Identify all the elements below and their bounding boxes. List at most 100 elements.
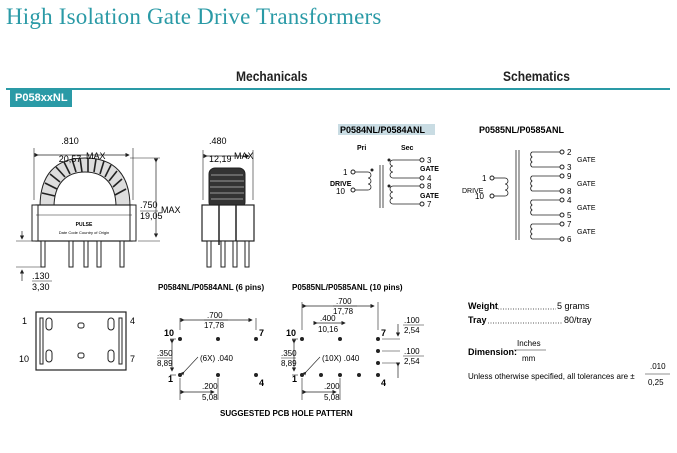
sch1-s3: 3 bbox=[427, 156, 432, 165]
width-mm: 20,57 bbox=[59, 154, 82, 164]
sch2-s2: 2 bbox=[567, 148, 572, 157]
pcb6-pin-4: 4 bbox=[259, 378, 264, 388]
pcb10-pin-1: 1 bbox=[292, 374, 297, 384]
sch2-p1: 1 bbox=[482, 174, 487, 183]
label-code: Date Code Country of Origin bbox=[59, 230, 109, 235]
sch1-gate-b: GATE bbox=[420, 193, 439, 200]
pcb10-pin-4: 4 bbox=[381, 378, 386, 388]
dimension-label: Dimension: bbox=[468, 347, 517, 357]
header-rule bbox=[6, 88, 670, 90]
height-mm: 19,05 bbox=[140, 211, 163, 221]
sch2-gate-c: GATE bbox=[577, 205, 596, 212]
pcb10-pin-10: 10 bbox=[286, 328, 296, 338]
sch2-s9: 9 bbox=[567, 172, 572, 181]
depth-in: .480 bbox=[209, 136, 227, 146]
standoff-in: .130 bbox=[32, 271, 50, 281]
sch2-title: P0585NL/P0585ANL bbox=[479, 125, 565, 135]
sch2-drive: DRIVE bbox=[462, 188, 484, 195]
pcb6-pin-1: 1 bbox=[168, 374, 173, 384]
sch1-drive: DRIVE bbox=[330, 181, 352, 188]
pcb10-pin-7: 7 bbox=[381, 328, 386, 338]
pcb6-h-mm: 8,89 bbox=[157, 359, 173, 368]
bottom-pin-10: 10 bbox=[19, 354, 29, 364]
height-in: .750 bbox=[140, 200, 158, 210]
sch2-gate-b: GATE bbox=[577, 181, 596, 188]
pcb6-p-mm: 5,08 bbox=[202, 393, 218, 402]
sch1-sec: Sec bbox=[401, 145, 414, 152]
schematic-p0585: P0585NL/P0585ANL 1 DRIVE 10 2 GATE 3 9 G… bbox=[462, 125, 596, 244]
pcb6-h-in: .350 bbox=[157, 349, 173, 358]
pcb10-p-in: .200 bbox=[324, 382, 340, 391]
sch1-gate-a: GATE bbox=[420, 166, 439, 173]
pcb10-h-mm: 8,89 bbox=[281, 359, 297, 368]
weight-label: Weight bbox=[468, 301, 498, 311]
pcb-6pin-pattern: P0584NL/P0584ANL (6 pins) .700 17,78 10 … bbox=[157, 283, 264, 402]
tolerance-denominator: 0,25 bbox=[648, 378, 664, 387]
bottom-view-drawing: 1 10 4 7 bbox=[19, 311, 135, 371]
depth-mm: 12,19 bbox=[209, 154, 232, 164]
tray-label: Tray bbox=[468, 315, 487, 325]
bottom-pin-4: 4 bbox=[130, 316, 135, 326]
part-number-tab: P058xxNL bbox=[10, 90, 72, 107]
sch2-s5: 5 bbox=[567, 211, 572, 220]
sch2-gate-d: GATE bbox=[577, 229, 596, 236]
pcb10-title: P0585NL/P0585ANL (10 pins) bbox=[292, 283, 403, 292]
pcb10-w2-mm: 10,16 bbox=[318, 325, 339, 334]
sch2-s3: 3 bbox=[567, 163, 572, 172]
sch2-p10: 10 bbox=[475, 192, 484, 201]
sch2-s8: 8 bbox=[567, 187, 572, 196]
pcb10-hole: (10X) .040 bbox=[322, 354, 360, 363]
sch1-s8: 8 bbox=[427, 182, 432, 191]
sch1-pri: Pri bbox=[357, 145, 366, 152]
sch1-s7: 7 bbox=[427, 200, 432, 209]
schematics-heading: Schematics bbox=[503, 68, 570, 84]
side-view-drawing: .480 12,19 MAX bbox=[201, 136, 255, 268]
pcb10-p-mm: 5,08 bbox=[324, 393, 340, 402]
pcb-caption: SUGGESTED PCB HOLE PATTERN bbox=[220, 409, 353, 418]
width-max: MAX bbox=[86, 151, 106, 161]
pcb10-w-mm: 17,78 bbox=[333, 307, 354, 316]
sch1-s4: 4 bbox=[427, 174, 432, 183]
pcb6-w-mm: 17,78 bbox=[204, 321, 225, 330]
sch1-p1: 1 bbox=[343, 168, 348, 177]
pcb6-title: P0584NL/P0584ANL (6 pins) bbox=[158, 283, 264, 292]
specs-block: Weight 5 grams Tray 80/tray Dimension: I… bbox=[468, 301, 670, 387]
pcb6-pin-10: 10 bbox=[164, 328, 174, 338]
pcb6-w-in: .700 bbox=[207, 311, 223, 320]
width-in: .810 bbox=[61, 136, 79, 146]
bottom-pin-7: 7 bbox=[130, 354, 135, 364]
tolerance-text: Unless otherwise specified, all toleranc… bbox=[468, 372, 635, 381]
sch1-title: P0584NL/P0584ANL bbox=[340, 125, 426, 135]
schematic-p0584: P0584NL/P0584ANL Pri Sec 1 DRIVE 10 3 GA… bbox=[330, 124, 439, 209]
height-max: MAX bbox=[161, 205, 181, 215]
pcb10-h-in: .350 bbox=[281, 349, 297, 358]
standoff-mm: 3,30 bbox=[32, 282, 50, 292]
sch1-p10: 10 bbox=[336, 187, 345, 196]
page-title: High Isolation Gate Drive Transformers bbox=[6, 4, 382, 29]
mechanicals-heading: Mechanicals bbox=[236, 68, 308, 84]
depth-max: MAX bbox=[234, 151, 254, 161]
pcb-10pin-pattern: P0585NL/P0585ANL (10 pins) .700 17,78 .4… bbox=[281, 283, 424, 402]
pcb10-r2-in: .100 bbox=[404, 347, 420, 356]
dimension-denominator: mm bbox=[522, 354, 536, 363]
bottom-pin-1: 1 bbox=[22, 316, 27, 326]
weight-value: 5 grams bbox=[557, 301, 590, 311]
pcb10-r1-mm: 2,54 bbox=[404, 326, 420, 335]
front-view-drawing: PULSE Date Code Country of Origin .810 2… bbox=[16, 136, 181, 292]
pcb6-pin-7: 7 bbox=[259, 328, 264, 338]
dimension-numerator: Inches bbox=[517, 339, 541, 348]
sch2-s6: 6 bbox=[567, 235, 572, 244]
sch2-s7: 7 bbox=[567, 220, 572, 229]
pcb6-hole: (6X) .040 bbox=[200, 354, 233, 363]
pcb6-p-in: .200 bbox=[202, 382, 218, 391]
pcb10-w-in: .700 bbox=[336, 297, 352, 306]
tolerance-numerator: .010 bbox=[650, 362, 666, 371]
sch2-s4: 4 bbox=[567, 196, 572, 205]
pcb10-w2-in: .400 bbox=[320, 314, 336, 323]
sch2-gate-a: GATE bbox=[577, 157, 596, 164]
label-brand: PULSE bbox=[76, 222, 93, 228]
pcb10-r1-in: .100 bbox=[404, 316, 420, 325]
pcb10-r2-mm: 2,54 bbox=[404, 357, 420, 366]
tray-value: 80/tray bbox=[564, 315, 592, 325]
